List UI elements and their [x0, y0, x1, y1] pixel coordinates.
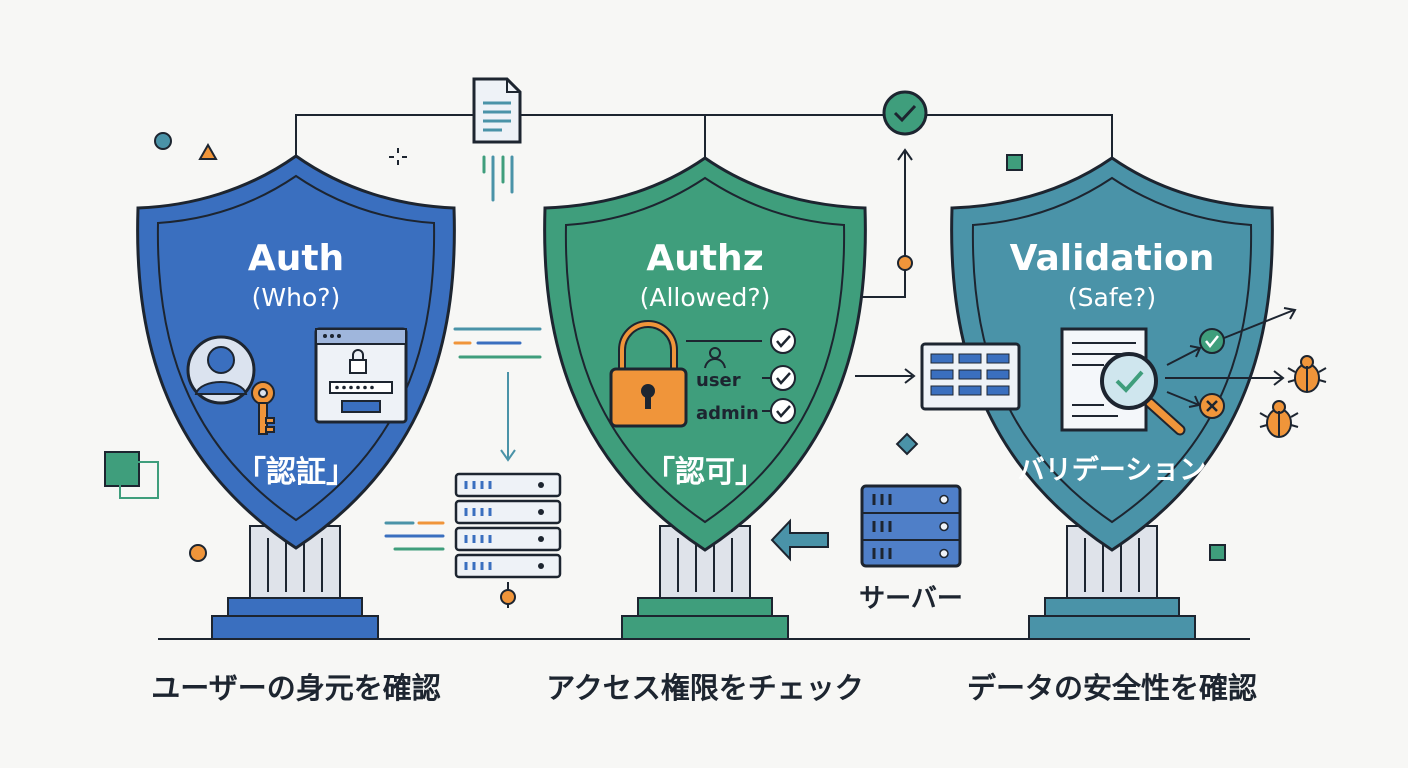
shield-authz	[543, 156, 867, 552]
role-user: user	[696, 370, 741, 391]
reject-icon	[1199, 393, 1225, 419]
key-icon	[251, 381, 275, 435]
authz-title: Authz	[646, 238, 763, 279]
result-arrows	[1165, 307, 1297, 408]
server-label: サーバー	[859, 584, 963, 614]
user-avatar-icon	[186, 335, 256, 405]
auth-title: Auth	[248, 238, 344, 279]
bug-icon	[1287, 355, 1327, 393]
validation-subtitle: (Safe?)	[1068, 283, 1156, 312]
check-icons	[770, 328, 796, 424]
decorations	[104, 132, 1226, 562]
authz-subtitle: (Allowed?)	[640, 283, 771, 312]
padlock-icon	[609, 320, 688, 428]
bug-icon	[1259, 400, 1299, 438]
auth-jp-label: 「認証」	[236, 455, 356, 490]
auth-caption: ユーザーの身元を確認	[151, 671, 440, 705]
left-arrow-icon	[770, 518, 829, 562]
shield-auth	[136, 154, 456, 550]
magnifier-icon	[1100, 352, 1186, 436]
validation-title: Validation	[1010, 238, 1215, 279]
auth-subtitle: (Who?)	[252, 283, 341, 312]
check-icon	[1199, 328, 1225, 354]
connector-node	[897, 255, 913, 271]
role-admin: admin	[696, 403, 759, 424]
pedestals	[211, 525, 1196, 640]
data-table-icon	[920, 342, 1021, 411]
check-circle-icon	[882, 90, 928, 136]
login-window-icon	[314, 327, 408, 424]
validation-jp-label: バリデーション	[1018, 454, 1206, 486]
validation-caption: データの安全性を確認	[967, 671, 1257, 705]
server-rack-icon	[454, 472, 562, 579]
authz-caption: アクセス権限をチェック	[546, 671, 864, 705]
server-icon	[860, 484, 962, 568]
file-icon	[472, 77, 522, 144]
connector-node	[500, 589, 516, 605]
authz-jp-label: 「認可」	[645, 455, 765, 490]
